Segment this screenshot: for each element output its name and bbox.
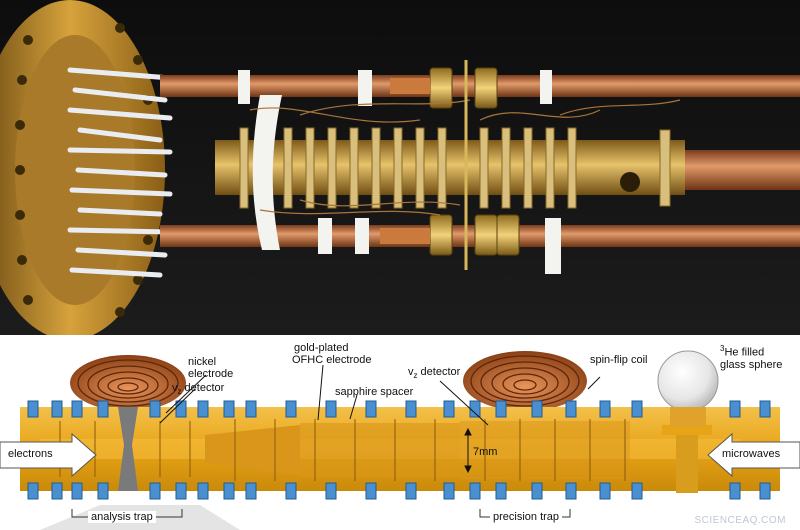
label-spin-flip-coil: spin-flip coil bbox=[590, 354, 648, 366]
label-he-sphere: 3He filled glass sphere bbox=[720, 344, 783, 371]
label-precision-trap: precision trap bbox=[490, 511, 563, 523]
trap-schematic: nickel electrode vz detector gold-plated… bbox=[0, 335, 800, 530]
label-vz-detector-left: vz detector bbox=[172, 382, 225, 397]
label-vz-detector-right: vz detector bbox=[408, 366, 461, 381]
sapphire-spacers bbox=[27, 400, 771, 500]
electrons-arrow bbox=[0, 432, 97, 478]
label-analysis-trap: analysis trap bbox=[88, 511, 156, 523]
watermark: SCIENCEAQ.COM bbox=[694, 515, 786, 526]
apparatus-photo bbox=[0, 0, 800, 335]
label-dimension-7mm: 7mm bbox=[473, 446, 498, 458]
microwaves-arrow bbox=[707, 432, 800, 478]
label-sapphire-spacer: sapphire spacer bbox=[335, 386, 414, 398]
glass-sphere bbox=[657, 350, 719, 412]
left-coil bbox=[70, 355, 186, 411]
nickel-electrode bbox=[118, 407, 138, 491]
label-electrons: electrons bbox=[8, 448, 53, 460]
label-microwaves: microwaves bbox=[722, 448, 781, 460]
label-nickel-electrode: nickel electrode bbox=[188, 356, 234, 380]
right-coil bbox=[463, 351, 587, 411]
label-gold-plated-electrode: gold-plated OFHC electrode bbox=[292, 342, 372, 366]
